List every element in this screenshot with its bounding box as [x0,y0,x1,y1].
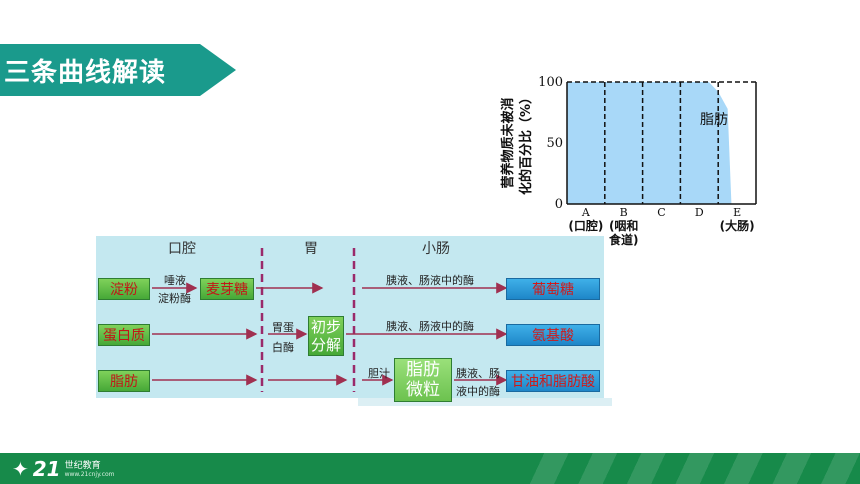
box-protein: 蛋白质 [98,324,150,346]
series-fat-area [567,82,732,204]
chart-ylabel: 营养物质未被消化的百分比（%） [500,91,534,195]
box-maltose: 麦芽糖 [200,278,254,300]
label-glucose: 葡萄糖 [532,282,574,298]
region-stomach: 胃 [304,241,318,257]
logo-runner-icon: ✦ [12,457,29,481]
y-tick-0: 0 [555,197,563,212]
y-tick-100: 100 [538,75,563,90]
footer-stripes [520,453,860,484]
digestion-chart: 营养物质未被消化的百分比（%） 0 50 100 A B C D E (口腔) (咽和食道) (大… [500,75,757,247]
logo-sub: www.21cnjy.com [64,470,115,478]
x-cat-B: B [620,206,628,219]
label-amylase: 淀粉酶 [158,292,191,305]
diagram-extension [358,398,612,406]
label-row3-enzyme-2: 液中的酶 [456,385,500,398]
box-partial-digest: 初步 分解 [308,316,344,356]
diagram-lines [152,248,508,392]
box-glycerol-fatty-acid: 甘油和脂肪酸 [506,370,600,392]
box-fat-droplet: 脂肪 微粒 [394,358,452,402]
box-amino-acid: 氨基酸 [506,324,600,346]
label-maltose: 麦芽糖 [206,282,248,298]
chart-ticks: 0 50 100 [538,75,563,212]
x-sublabel-3: (大肠) [720,218,755,233]
label-protein: 蛋白质 [103,328,145,344]
chart-area [566,81,757,205]
x-cat-A: A [581,206,591,219]
ylabel-line-0: 营养物质未被消 [500,97,516,188]
label-row1-enzyme: 胰液、肠液中的酶 [386,274,474,287]
label-partial-2: 分解 [310,336,341,354]
label-bile: 胆汁 [368,367,390,380]
logo-text-group: 世纪教育 www.21cnjy.com [65,461,115,478]
x-cat-C: C [657,206,665,219]
label-fat: 脂肪 [110,374,138,390]
x-sublabel-0: (口腔) [568,218,603,233]
x-sublabel-2: 食道) [608,232,639,247]
box-starch: 淀粉 [98,278,150,300]
label-pepsin-1: 胃蛋 [272,321,294,334]
footer-logo[interactable]: ✦ 21 世纪教育 www.21cnjy.com [12,457,115,481]
digestion-diagram: 口腔 胃 小肠 淀粉 唾液 淀粉酶 麦芽糖 胰液、肠液中的酶 葡萄糖 蛋白质 胃… [96,236,604,402]
logo-text: 世纪教育 [64,460,101,471]
label-pepsin-2: 白酶 [272,341,294,354]
label-fat-droplet-2: 微粒 [406,380,440,400]
label-row3-enzyme-1: 胰液、肠 [456,367,500,380]
region-mouth: 口腔 [168,241,196,257]
y-tick-50: 50 [546,136,563,151]
box-glucose: 葡萄糖 [506,278,600,300]
x-cat-D: D [695,206,704,219]
label-row2-enzyme: 胰液、肠液中的酶 [386,320,474,333]
slide-title: 三条曲线解读 [4,58,167,88]
x-sublabel-1: (咽和 [609,218,639,233]
label-amino-acid: 氨基酸 [532,328,574,344]
region-small-intestine: 小肠 [422,241,450,257]
x-cat-E: E [733,206,741,219]
label-saliva: 唾液 [164,274,186,287]
title-banner: 三条曲线解读 [0,44,236,96]
ylabel-line-1: 化的百分比（%） [518,91,534,195]
footer-bar: ✦ 21 世纪教育 www.21cnjy.com [0,453,860,484]
label-starch: 淀粉 [110,282,138,298]
box-fat: 脂肪 [98,370,150,392]
label-fat-droplet-1: 脂肪 [406,360,440,380]
logo-mark: 21 [32,457,61,481]
series-label-fat: 脂肪 [700,112,728,128]
label-partial-1: 初步 [310,318,341,336]
label-glycerol-fatty-acid: 甘油和脂肪酸 [511,374,595,390]
